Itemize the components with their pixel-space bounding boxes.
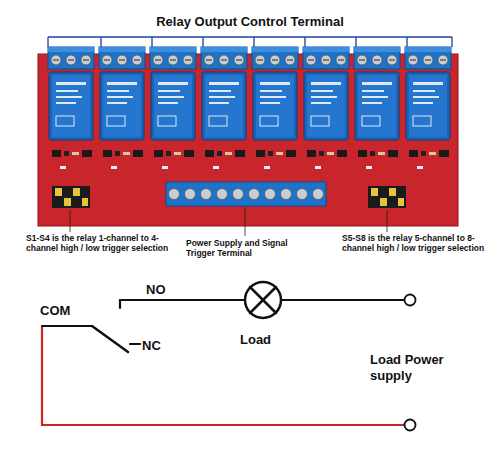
pcb-board xyxy=(38,54,458,226)
relay-symbol xyxy=(49,72,450,140)
leader-line xyxy=(70,207,387,236)
note-text: S5-S8 is the relay 5-channel to 8-channe… xyxy=(342,233,492,253)
terminal-label: COM xyxy=(40,303,90,319)
load-label: Load xyxy=(240,332,300,348)
led-row xyxy=(60,166,423,169)
note-text: S1-S4 is the relay 1-channel to 4-channe… xyxy=(26,233,176,253)
supply-label: Load Power supply xyxy=(370,352,465,383)
load-circuit xyxy=(42,282,416,431)
heading: Relay Output Control Terminal xyxy=(0,14,500,30)
optocoupler xyxy=(52,150,449,157)
note-text: Power Supply and Signal Trigger Terminal xyxy=(186,238,306,258)
bracket xyxy=(48,37,452,47)
power-terminal xyxy=(166,182,326,206)
screw-terminal xyxy=(48,47,451,69)
terminal-label: NC xyxy=(142,338,182,354)
terminal-label: NO xyxy=(146,282,186,298)
